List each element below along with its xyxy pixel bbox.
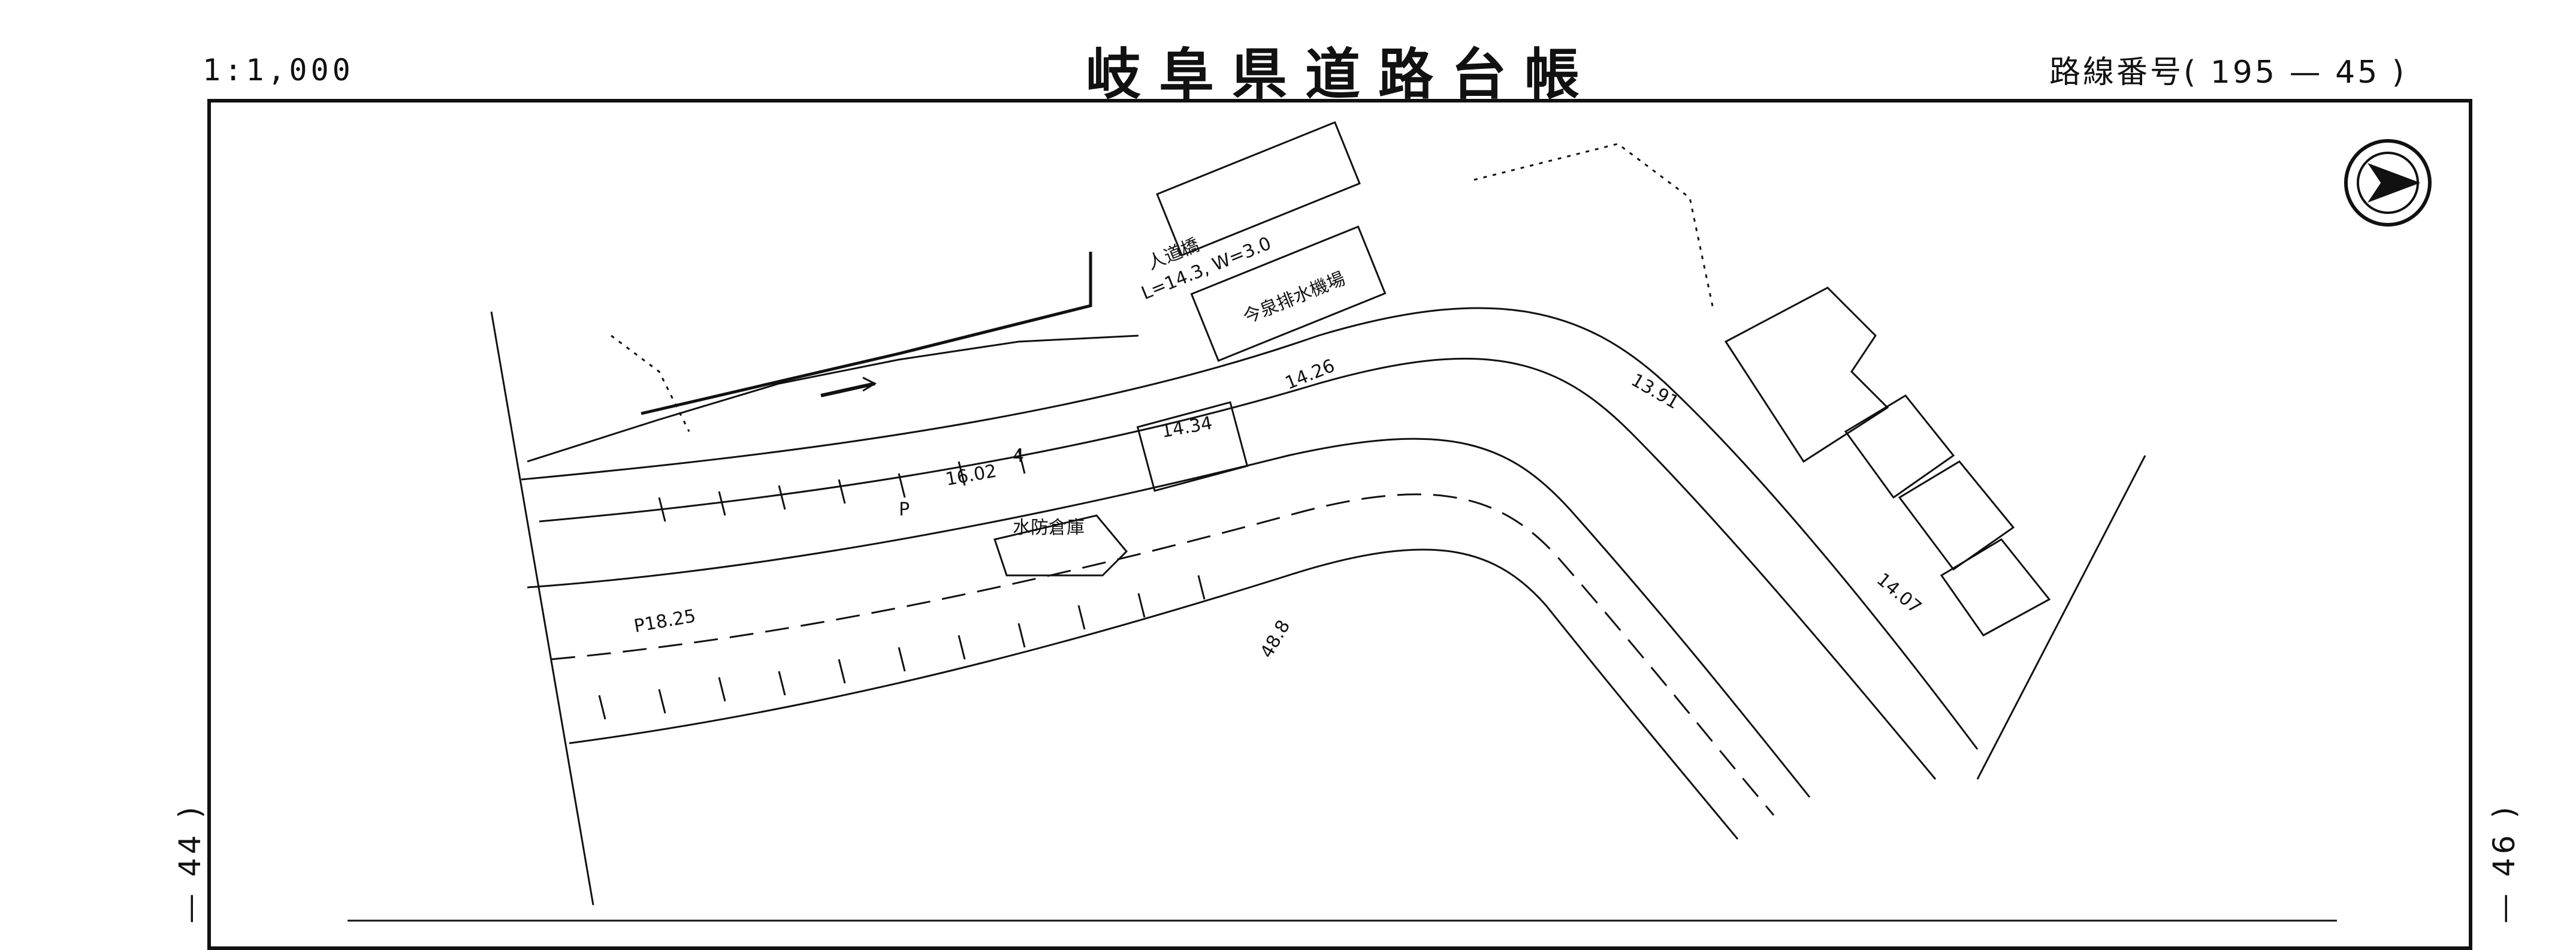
- flow-arrow: [820, 382, 875, 397]
- road-edge-inner: [539, 357, 1937, 780]
- sheet-right-edge: [1976, 455, 2146, 780]
- elevation-14-34: 14.34: [1159, 412, 1214, 442]
- storehouse-outline: [993, 514, 1128, 577]
- storehouse-label: 水防倉庫: [1013, 517, 1085, 538]
- route-close-paren: ): [2391, 55, 2407, 91]
- building-right-3: [1898, 460, 2015, 571]
- label-4: 4: [1013, 445, 1024, 466]
- route-label: 路線番号: [2049, 55, 2184, 91]
- elevation-13-91: 13.91: [1627, 370, 1683, 414]
- elevation-p18-25: P18.25: [632, 605, 697, 637]
- footbridge: [1136, 401, 1249, 492]
- river-upper-bank: [527, 438, 1811, 798]
- elevation-14-07: 14.07: [1873, 569, 1925, 618]
- elevation-14-26: 14.26: [1282, 355, 1338, 394]
- levee-crest: [641, 252, 1092, 415]
- document-title: 岐阜県道路台帳: [1086, 42, 1598, 107]
- route-number: 路線番号( 195 — 45 ): [2049, 47, 2406, 92]
- building-right-2: [1844, 394, 1955, 499]
- map-scale: 1:1,000: [203, 53, 354, 88]
- river-lower-bank: [569, 548, 1739, 840]
- river-centerline: [551, 493, 1775, 816]
- route-open-paren: (: [2184, 55, 2198, 91]
- route-number-value: 195 — 45: [2210, 55, 2380, 91]
- building-right-1: [1724, 286, 1889, 463]
- elevation-16-02: 16.02: [944, 460, 998, 490]
- pump-station: [1190, 225, 1387, 362]
- sheet-left-edge: [490, 311, 594, 906]
- pump-station-label: 今泉排水機場: [1240, 269, 1348, 328]
- label-p: P: [899, 499, 910, 520]
- dimension-48-8: 48.8: [1257, 617, 1295, 662]
- levee-upper: [527, 334, 1139, 463]
- road-edge-outer: [521, 307, 1979, 750]
- north-arrow-icon: [2344, 139, 2432, 227]
- pump-building: [1156, 121, 1361, 257]
- building-right-4: [1940, 538, 2051, 637]
